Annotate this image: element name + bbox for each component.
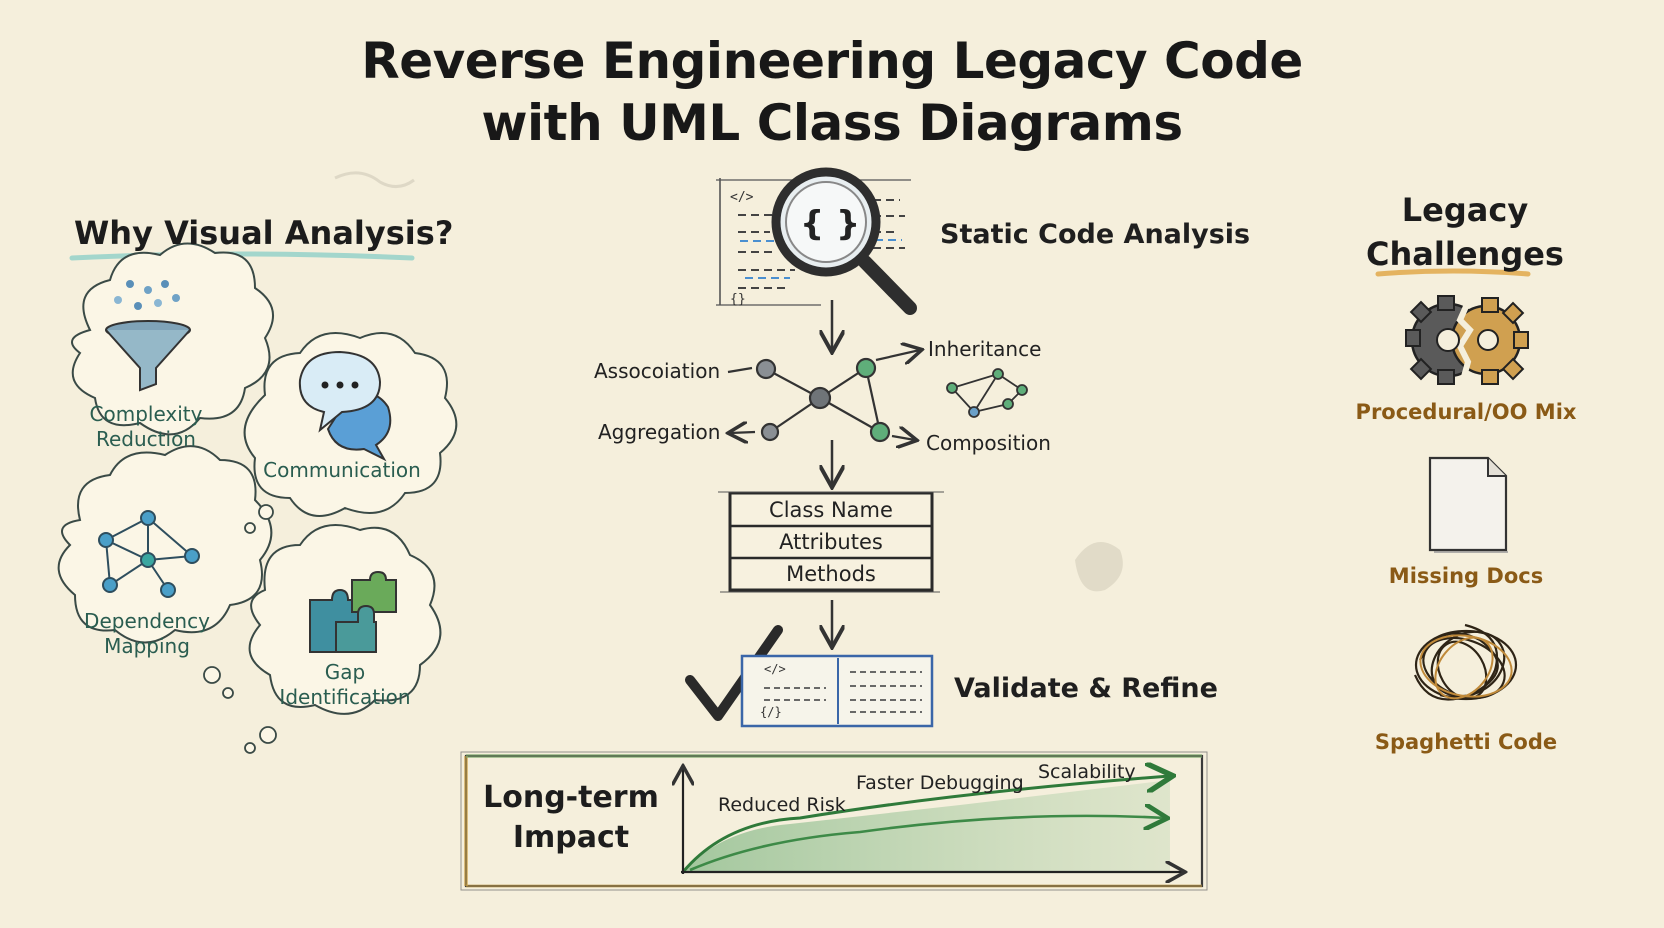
impact-label-reduced-risk: Reduced Risk <box>718 794 846 816</box>
label-line: Dependency <box>84 609 210 633</box>
label-line: Gap <box>324 660 366 684</box>
uml-methods: Methods <box>786 562 876 586</box>
speech-bubbles-icon <box>298 350 392 462</box>
impact-title-line: Long-term <box>483 780 659 815</box>
smudge <box>334 171 415 188</box>
cloud-dependency <box>57 445 273 644</box>
rel-composition: Composition <box>926 431 1051 455</box>
validate-document <box>740 654 934 728</box>
code-mark: {/} <box>760 705 782 719</box>
bubble-complexity-label: Complexity Reduction <box>76 402 216 452</box>
rel-inheritance: Inheritance <box>928 337 1042 361</box>
heading-line: Legacy <box>1401 191 1529 229</box>
smudge <box>1075 542 1123 592</box>
bubble-communication-label: Communication <box>262 458 422 483</box>
blank-document-icon <box>1428 456 1508 553</box>
page-title-line2: with UML Class Diagrams <box>481 94 1183 152</box>
impact-label-scalability: Scalability <box>1038 761 1136 783</box>
impact-title-line: Impact <box>512 820 630 855</box>
uml-attributes: Attributes <box>779 530 883 554</box>
funnel-icon <box>105 280 191 392</box>
code-mark: {} <box>730 292 746 307</box>
bubble-gap-label: Gap Identification <box>272 660 418 710</box>
label-line: Reduction <box>96 427 196 451</box>
code-mark: </> <box>764 662 786 676</box>
code-mark: </> <box>730 190 754 205</box>
tangle-icon-gold <box>1419 634 1513 700</box>
right-panel-heading: Legacy Challenges <box>1360 188 1570 276</box>
label-line: Communication <box>263 458 421 482</box>
label-line: Mapping <box>104 634 190 658</box>
mini-graph-icon <box>946 368 1028 418</box>
uml-class-name: Class Name <box>769 498 893 522</box>
step-static-code-analysis: Static Code Analysis <box>940 219 1251 250</box>
impact-title: Long-term Impact <box>476 778 666 858</box>
label-line: Complexity <box>89 402 203 426</box>
thought-dots <box>203 504 277 754</box>
left-panel-heading: Why Visual Analysis? <box>74 214 454 252</box>
impact-trend-chart <box>681 768 1183 874</box>
impact-box <box>460 751 1208 891</box>
label-line: Identification <box>279 685 411 709</box>
bubble-dependency-label: Dependency Mapping <box>76 609 218 659</box>
challenge-procedural-oo-mix: Procedural/OO Mix <box>1355 400 1577 424</box>
page-title-line1: Reverse Engineering Legacy Code <box>361 32 1303 90</box>
challenge-missing-docs: Missing Docs <box>1388 564 1544 588</box>
uml-class-box <box>718 491 944 593</box>
rel-association: Assocoiation <box>594 359 721 383</box>
puzzle-pieces-icon <box>309 570 397 653</box>
braces-glyph: { } <box>800 204 861 244</box>
magnifying-glass-icon <box>771 167 917 315</box>
step-validate-refine: Validate & Refine <box>954 673 1218 704</box>
challenge-spaghetti-code: Spaghetti Code <box>1374 730 1558 754</box>
relationship-graph <box>728 350 920 441</box>
impact-label-faster-debugging: Faster Debugging <box>856 772 1024 794</box>
network-graph-icon <box>98 510 200 598</box>
heading-underline <box>1375 268 1531 277</box>
broken-gear-icon <box>1405 295 1529 385</box>
heading-line: Challenges <box>1366 235 1564 273</box>
rel-aggregation: Aggregation <box>598 420 721 444</box>
